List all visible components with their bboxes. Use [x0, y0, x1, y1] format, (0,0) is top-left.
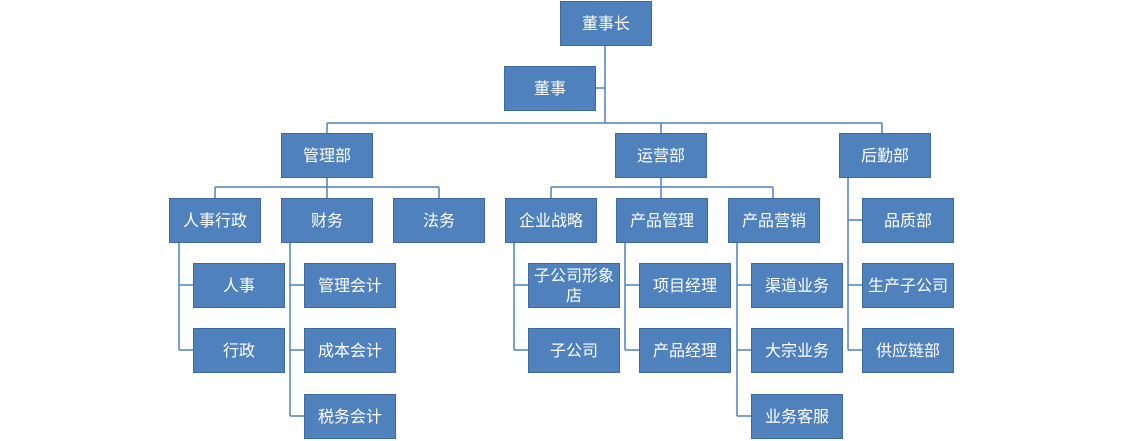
node-finance-label: 财务 [310, 210, 343, 230]
node-hr-admin-label: 人事行政 [182, 210, 247, 230]
connector-marketing [736, 242, 751, 417]
node-product-mgmt-item: 项目经理 [639, 263, 731, 308]
connector-strategy [513, 242, 528, 351]
node-marketing-item-label: 业务客服 [764, 406, 829, 426]
node-hr-admin-item: 行政 [193, 328, 285, 373]
node-product-mgmt: 产品管理 [616, 198, 708, 243]
node-logistics-item: 品质部 [862, 198, 954, 243]
node-management-label: 管理部 [302, 145, 351, 165]
node-chairman: 董事长 [560, 1, 652, 46]
node-marketing-item-label: 大宗业务 [764, 340, 829, 360]
node-legal: 法务 [393, 198, 485, 243]
node-board: 董事 [504, 66, 596, 111]
node-management: 管理部 [281, 133, 373, 178]
node-logistics: 后勤部 [839, 133, 931, 178]
node-marketing: 产品营销 [728, 198, 820, 243]
node-product-mgmt-item-label: 产品经理 [652, 340, 717, 360]
node-logistics-item: 供应链部 [862, 328, 954, 373]
node-marketing-label: 产品营销 [741, 210, 806, 230]
node-finance-item-label: 管理会计 [317, 275, 382, 295]
node-marketing-item-label: 渠道业务 [764, 275, 829, 295]
node-finance-item: 成本会计 [304, 328, 396, 373]
node-hr-admin-item: 人事 [193, 263, 285, 308]
node-operations-label: 运营部 [636, 145, 685, 165]
node-strategy-item: 子公司形象店 [528, 263, 620, 308]
node-finance-item-label: 税务会计 [317, 406, 382, 426]
connector-department-bar [326, 122, 883, 133]
node-hr-admin-item-label: 人事 [222, 275, 255, 295]
connector-logistics [847, 178, 862, 351]
node-strategy-item: 子公司 [528, 328, 620, 373]
node-finance-item: 管理会计 [304, 263, 396, 308]
node-strategy-label: 企业战略 [518, 210, 583, 230]
node-operations: 运营部 [615, 133, 707, 178]
node-product-mgmt-label: 产品管理 [629, 210, 694, 230]
node-board-label: 董事 [533, 78, 566, 98]
connector-management-bar [214, 178, 440, 198]
connector-operations-bar [550, 178, 774, 198]
node-finance-item: 税务会计 [304, 394, 396, 439]
node-logistics-item-label: 供应链部 [875, 340, 940, 360]
node-finance: 财务 [281, 198, 373, 243]
node-logistics-item-label: 生产子公司 [867, 275, 948, 295]
node-marketing-item: 大宗业务 [751, 328, 843, 373]
connector-hr-admin [178, 242, 193, 351]
connector-finance [289, 242, 304, 417]
node-marketing-item: 渠道业务 [751, 263, 843, 308]
node-legal-label: 法务 [422, 210, 455, 230]
connector-product-mgmt [624, 242, 639, 351]
node-chairman-label: 董事长 [581, 13, 630, 33]
node-strategy: 企业战略 [505, 198, 597, 243]
node-hr-admin: 人事行政 [169, 198, 261, 243]
node-finance-item-label: 成本会计 [317, 340, 382, 360]
node-product-mgmt-item-label: 项目经理 [652, 275, 717, 295]
node-product-mgmt-item: 产品经理 [639, 328, 731, 373]
node-strategy-item-label: 子公司形象店 [533, 265, 614, 305]
node-hr-admin-item-label: 行政 [222, 340, 255, 360]
node-strategy-item-label: 子公司 [549, 340, 598, 360]
node-logistics-item-label: 品质部 [883, 210, 932, 230]
node-logistics-item: 生产子公司 [862, 263, 954, 308]
node-logistics-label: 后勤部 [860, 145, 909, 165]
node-marketing-item: 业务客服 [751, 394, 843, 439]
